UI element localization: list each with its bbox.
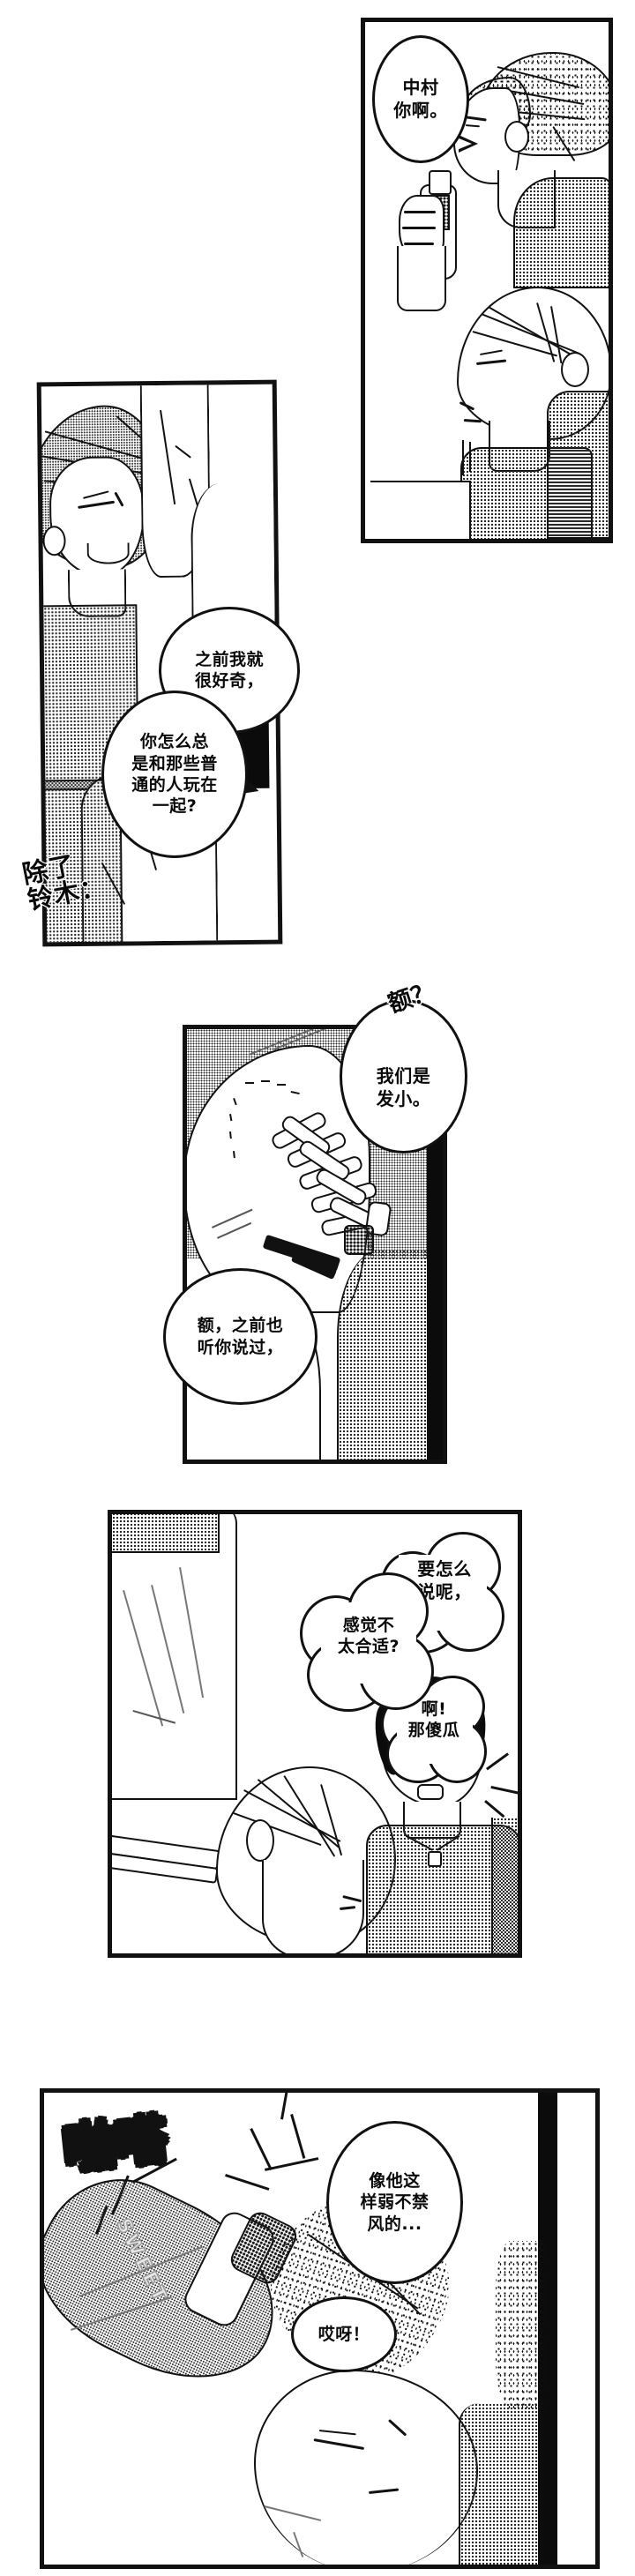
impact-sfx: 啪嗒: [58, 2108, 174, 2183]
speech-balloon: 哎呀！: [291, 2296, 397, 2372]
panel-5-artwork: [44, 2093, 595, 2565]
thought-balloon: 感觉不 太合适?: [300, 1565, 437, 1715]
speech-balloon: 你怎么总 是和那些普 通的人玩在 一起?: [101, 691, 248, 858]
speech-balloon: 中村 你啊。: [372, 35, 469, 163]
balloon-text: 哎呀！: [318, 2324, 370, 2344]
balloon-text: 额，之前也 听你说过，: [197, 1316, 284, 1357]
balloon-text: 你怎么总 是和那些普 通的人玩在 一起?: [131, 732, 218, 817]
speech-balloon: 像他这 样弱不禁 风的...: [326, 2121, 463, 2284]
panel-1: 中村 你啊。: [361, 18, 613, 543]
balloon-text: 啊! 那傻瓜: [407, 1699, 460, 1741]
balloon-text: 中村 你啊。: [393, 76, 448, 121]
speech-balloon: 我们是 发小。: [340, 999, 467, 1154]
panel-1-artwork: [365, 22, 609, 539]
speech-balloon: 额，之前也 听你说过，: [163, 1268, 318, 1405]
balloon-text: 感觉不 太合适?: [337, 1616, 400, 1657]
balloon-text: 我们是 发小。: [376, 1064, 431, 1109]
panel-3: [183, 1025, 447, 1464]
balloon-text: 像他这 样弱不禁 风的...: [360, 2171, 430, 2234]
panel-5: 啪嗒 SWEET: [40, 2088, 600, 2569]
balloon-tail-fill-icon: [457, 138, 472, 150]
balloon-text: 之前我就 很好奇，: [194, 649, 264, 691]
